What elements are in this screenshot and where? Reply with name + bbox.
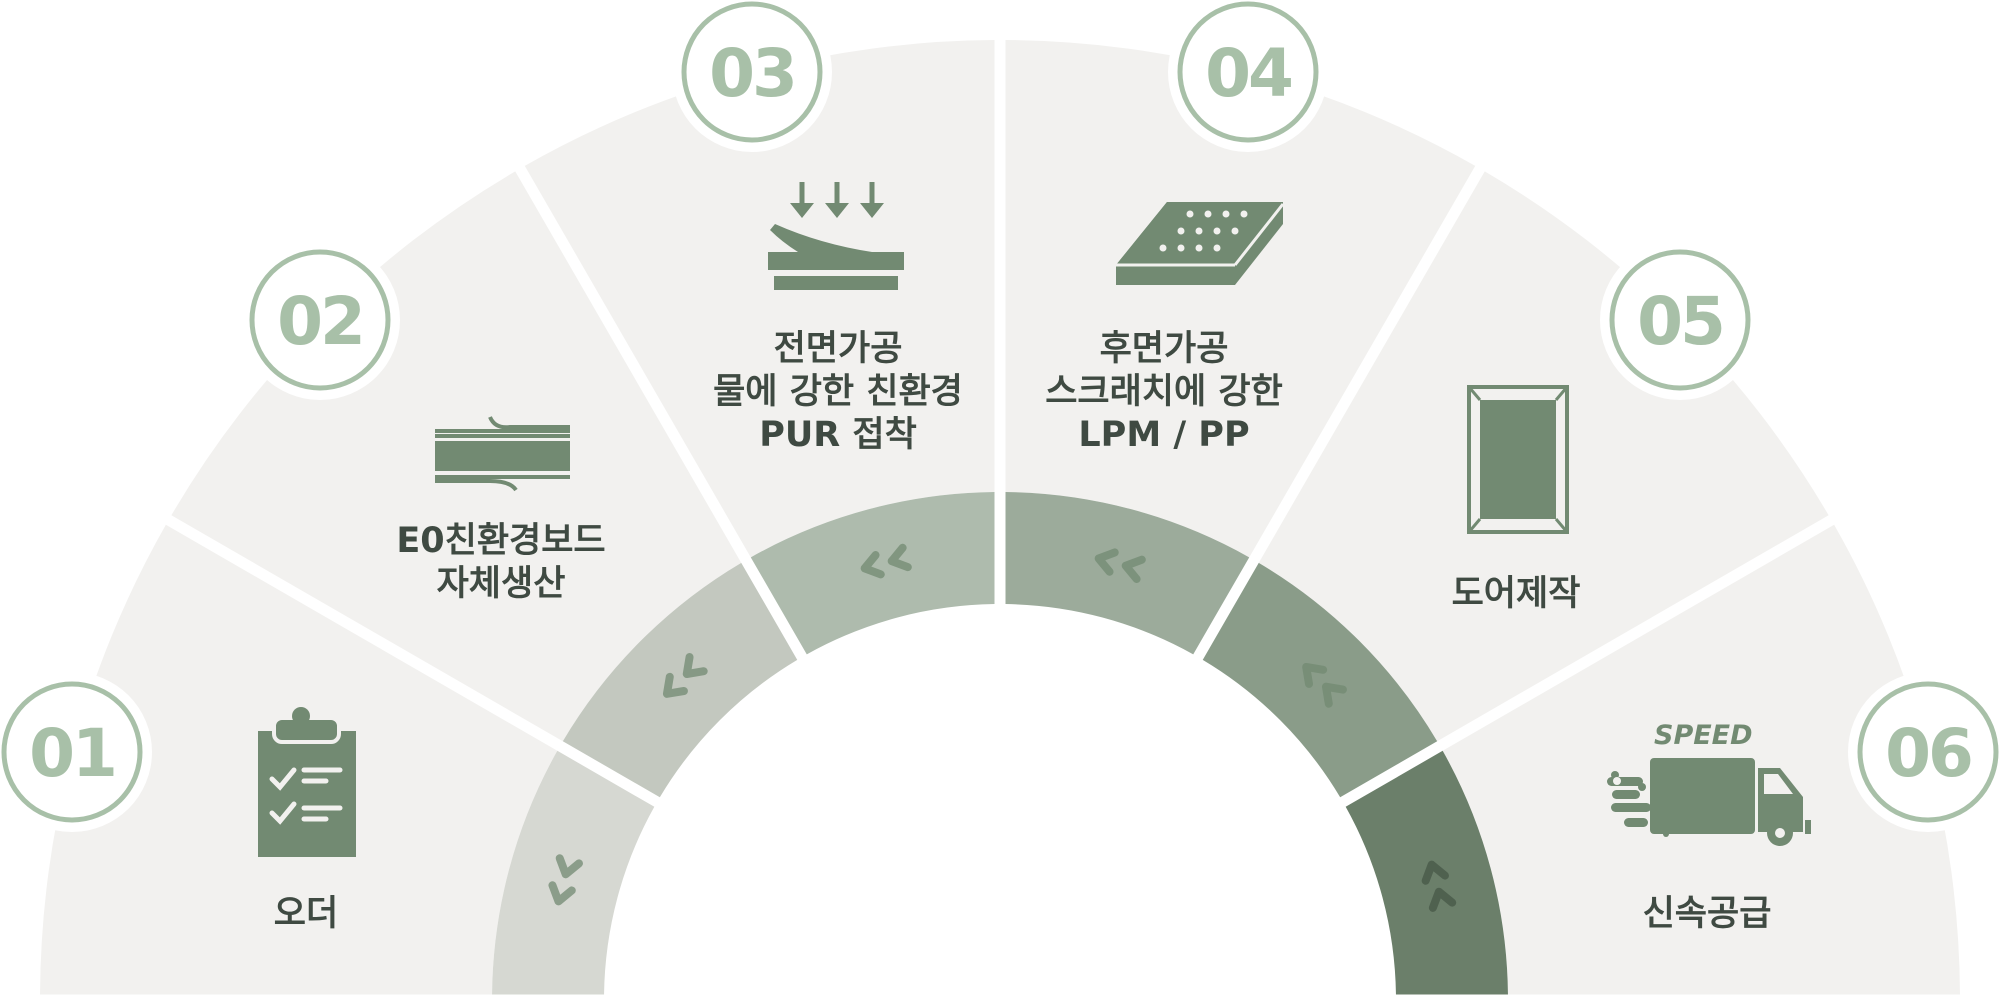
step-number: 05 xyxy=(1637,283,1723,360)
step-number: 01 xyxy=(29,715,115,792)
step-number: 04 xyxy=(1205,35,1291,112)
chevron-icon xyxy=(1421,860,1457,912)
chevron-icon xyxy=(662,653,708,698)
segment-04 xyxy=(1005,40,1476,558)
step-number: 06 xyxy=(1885,715,1971,792)
progress-arc xyxy=(492,492,1508,995)
step-badges: 01 02 03 04 05 06 xyxy=(0,0,2000,832)
chevron-icon xyxy=(548,854,584,906)
label-line: 신속공급 xyxy=(1643,894,1772,934)
door-panel-icon xyxy=(1467,385,1569,534)
progress-segment-02 xyxy=(562,562,798,798)
step-number: 03 xyxy=(709,35,795,112)
label-line: 스크래치에 강한 xyxy=(1045,372,1283,412)
board-layers-icon xyxy=(435,416,570,492)
step-badge-06: 06 xyxy=(1848,672,2000,832)
step-badge-05: 05 xyxy=(1600,240,1760,400)
delivery-truck-icon: SPEED xyxy=(1600,720,1811,846)
label-line: 자체생산 xyxy=(437,564,566,604)
step-badge-01: 01 xyxy=(0,672,152,832)
chevron-icon xyxy=(860,543,912,579)
label-line: 전면가공 xyxy=(774,329,903,369)
step-label-05: 도어제작 xyxy=(1452,574,1581,614)
step-badge-03: 03 xyxy=(672,0,832,152)
segment-03 xyxy=(524,40,995,558)
label-line: E0친환경보드 xyxy=(396,521,605,561)
press-lamination-icon xyxy=(768,182,904,290)
step-icons: SPEED xyxy=(258,182,1811,857)
truck-speed-text: SPEED xyxy=(1654,720,1753,751)
chevron-icon xyxy=(1302,662,1347,708)
label-line: 오더 xyxy=(274,894,338,934)
label-line: 물에 강한 친환경 xyxy=(713,372,963,412)
label-line: LPM / PP xyxy=(1078,415,1249,455)
step-number: 02 xyxy=(277,283,363,360)
textured-panel-icon xyxy=(1116,202,1285,285)
step-badge-04: 04 xyxy=(1168,0,1328,152)
progress-segment-05 xyxy=(1202,562,1438,798)
label-line: 도어제작 xyxy=(1452,574,1581,614)
step-label-01: 오더 xyxy=(274,894,338,934)
chevron-icon xyxy=(1094,548,1146,584)
step-label-06: 신속공급 xyxy=(1643,894,1772,934)
step-badge-02: 02 xyxy=(240,240,400,400)
clipboard-checklist-icon xyxy=(258,707,356,857)
label-line: 후면가공 xyxy=(1100,329,1229,369)
label-line: PUR 접착 xyxy=(759,415,917,455)
